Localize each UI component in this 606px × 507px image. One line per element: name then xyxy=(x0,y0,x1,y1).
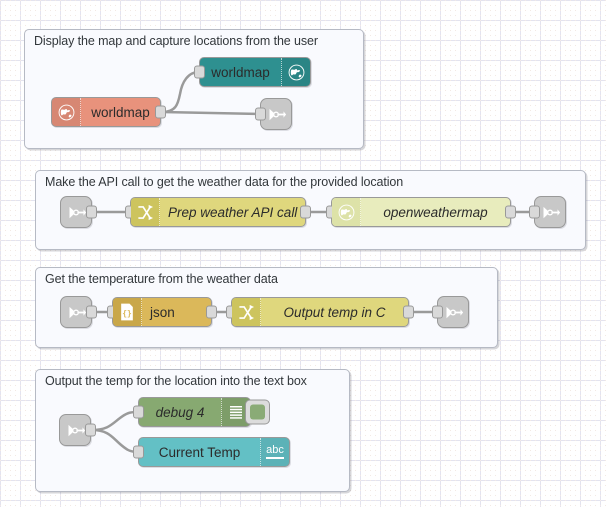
change-arrows-icon xyxy=(232,298,261,326)
output-port[interactable] xyxy=(300,205,311,219)
node-label: json xyxy=(150,304,175,320)
group-display-map[interactable]: Display the map and capture locations fr… xyxy=(24,29,364,149)
input-port[interactable] xyxy=(432,305,443,319)
input-port[interactable] xyxy=(133,405,144,419)
node-link-out-2[interactable] xyxy=(529,196,566,228)
change-arrows-icon xyxy=(131,198,160,226)
node-json[interactable]: {} json xyxy=(107,297,217,327)
abc-icon-text: abc xyxy=(266,445,284,459)
link-out-icon xyxy=(443,302,464,323)
input-port[interactable] xyxy=(255,107,266,121)
output-port[interactable] xyxy=(85,423,96,437)
node-label: openweathermap xyxy=(383,204,488,220)
node-prep-weather-api-call[interactable]: Prep weather API call xyxy=(125,197,311,227)
json-braces-icon: {} xyxy=(113,298,142,326)
input-port[interactable] xyxy=(133,445,144,459)
node-label: worldmap xyxy=(211,64,270,80)
group-title: Display the map and capture locations fr… xyxy=(34,34,318,48)
node-label: worldmap xyxy=(91,104,150,120)
node-worldmap-in[interactable]: worldmap xyxy=(51,97,166,127)
node-link-out-3[interactable] xyxy=(432,296,469,328)
debug-toggle-indicator xyxy=(250,404,265,420)
output-port[interactable] xyxy=(403,305,414,319)
node-label: debug 4 xyxy=(155,404,205,420)
output-port[interactable] xyxy=(155,105,166,119)
abc-icon: abc xyxy=(260,438,289,466)
input-port[interactable] xyxy=(194,65,205,79)
svg-text:{}: {} xyxy=(122,309,132,318)
output-port[interactable] xyxy=(206,305,217,319)
node-link-in-4[interactable] xyxy=(59,414,96,446)
node-debug-4[interactable]: debug 4 xyxy=(133,397,270,427)
input-port[interactable] xyxy=(529,205,540,219)
node-link-out-1[interactable] xyxy=(255,98,292,130)
globe-icon xyxy=(52,98,81,126)
node-output-temp-in-c[interactable]: Output temp in C xyxy=(226,297,414,327)
output-port[interactable] xyxy=(505,205,516,219)
node-link-in-3[interactable] xyxy=(60,296,97,328)
node-current-temp[interactable]: Current Temp abc xyxy=(133,437,290,467)
output-port[interactable] xyxy=(86,205,97,219)
node-label: Current Temp xyxy=(158,444,241,460)
output-port[interactable] xyxy=(86,305,97,319)
link-in-icon xyxy=(66,202,87,223)
globe-icon xyxy=(281,58,310,86)
node-worldmap-out[interactable]: worldmap xyxy=(194,57,311,87)
node-link-in-2[interactable] xyxy=(60,196,97,228)
debug-toggle-button[interactable] xyxy=(245,399,270,425)
group-title: Output the temp for the location into th… xyxy=(45,374,307,388)
node-openweathermap[interactable]: openweathermap xyxy=(326,197,516,227)
link-out-icon xyxy=(266,104,287,125)
group-title: Make the API call to get the weather dat… xyxy=(45,175,404,189)
node-label: Prep weather API call xyxy=(168,204,298,220)
globe-icon xyxy=(332,198,361,226)
link-out-icon xyxy=(540,202,561,223)
node-label: Output temp in C xyxy=(283,304,386,320)
link-in-icon xyxy=(66,302,87,323)
link-in-icon xyxy=(65,420,86,441)
group-title: Get the temperature from the weather dat… xyxy=(45,272,278,286)
